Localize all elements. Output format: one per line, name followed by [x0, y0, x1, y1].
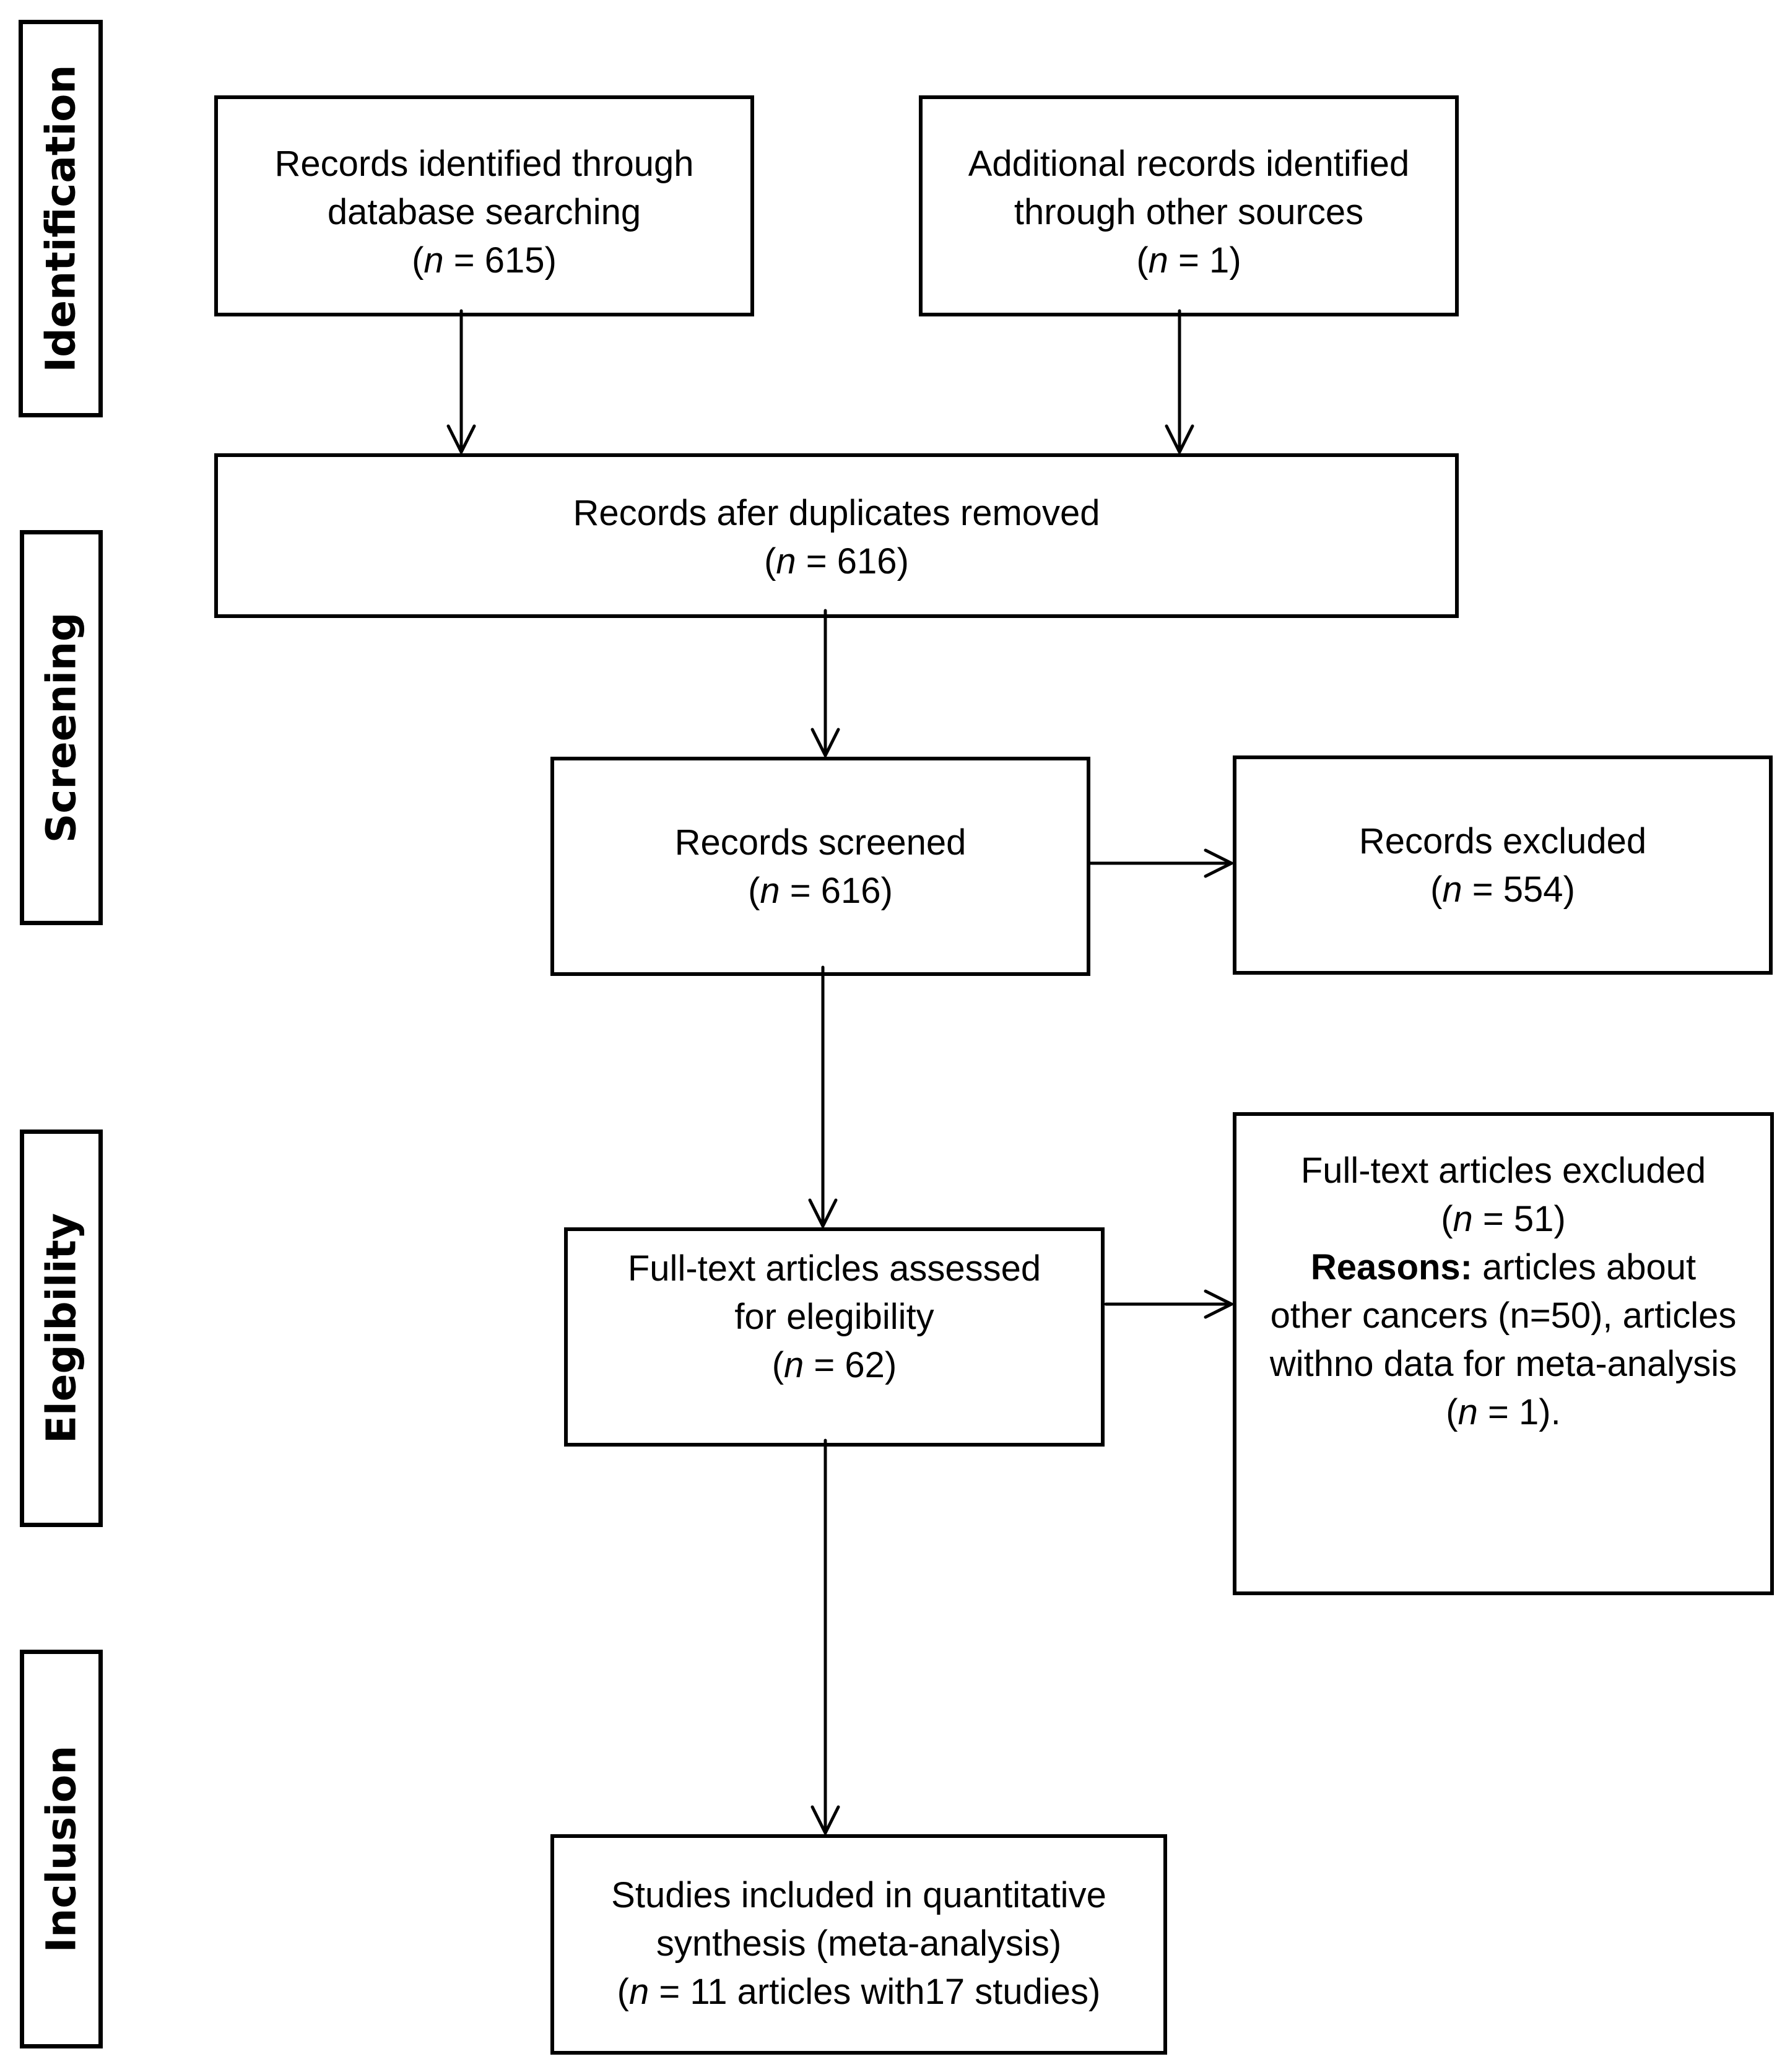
box-other-sources: Additional records identified through ot… [919, 95, 1459, 316]
box-text: for elegibility [734, 1297, 934, 1337]
stage-inclusion: Inclusion [20, 1650, 103, 2048]
stage-identification: Identification [19, 20, 103, 417]
arrow-screened-to-excluded [1088, 848, 1233, 878]
box-count: (n = 62) [771, 1345, 897, 1385]
box-duplicates-removed: Records afer duplicates removed (n = 616… [214, 453, 1459, 618]
box-text: other cancers (n=50), articles [1270, 1295, 1737, 1336]
arrow-fulltext-to-excluded [1104, 1289, 1233, 1319]
box-text: synthesis (meta-analysis) [656, 1923, 1062, 1964]
box-count: (n = 11 articles with17 studies) [617, 1972, 1101, 2012]
box-text: Full-text articles excluded [1300, 1151, 1706, 1191]
box-text: Studies included in quantitative [611, 1875, 1106, 1915]
arrow-db-to-duplicates [446, 309, 476, 454]
box-count: (n = 615) [412, 240, 557, 281]
box-count: (n = 1) [1136, 240, 1241, 281]
stage-elegibility: Elegibility [20, 1130, 103, 1527]
box-text: database searching [327, 192, 641, 232]
arrow-fulltext-to-included [810, 1439, 840, 1835]
box-text: Records identified through [274, 144, 694, 184]
box-text: Records excluded [1358, 821, 1647, 861]
arrow-duplicates-to-screened [810, 609, 840, 757]
arrow-other-to-duplicates [1165, 309, 1194, 454]
box-text: Additional records identified [968, 144, 1410, 184]
box-text: Records screened [674, 822, 967, 863]
box-records-excluded: Records excluded (n = 554) [1233, 755, 1773, 975]
box-text: through other sources [1014, 192, 1364, 232]
stage-screening: Screening [20, 530, 103, 925]
box-text: Records afer duplicates removed [573, 493, 1100, 533]
box-studies-included: Studies included in quantitative synthes… [550, 1834, 1167, 2055]
box-records-screened: Records screened (n = 616) [550, 757, 1090, 976]
box-text: Full-text articles assessed [627, 1248, 1041, 1289]
box-count: (n = 1). [1446, 1392, 1561, 1432]
arrow-screened-to-fulltext [808, 965, 838, 1228]
box-count: (n = 616) [764, 541, 909, 581]
box-count: (n = 554) [1430, 869, 1575, 910]
box-database-searching: Records identified through database sear… [214, 95, 754, 316]
box-fulltext-assessed: Full-text articles assessed for elegibil… [564, 1227, 1105, 1447]
box-text: withno data for meta-analysis [1269, 1344, 1737, 1384]
box-count: (n = 51) [1441, 1199, 1566, 1239]
box-reasons: Reasons: articles about [1310, 1247, 1697, 1287]
box-fulltext-excluded: Full-text articles excluded (n = 51) Rea… [1233, 1112, 1774, 1595]
box-count: (n = 616) [748, 871, 893, 911]
